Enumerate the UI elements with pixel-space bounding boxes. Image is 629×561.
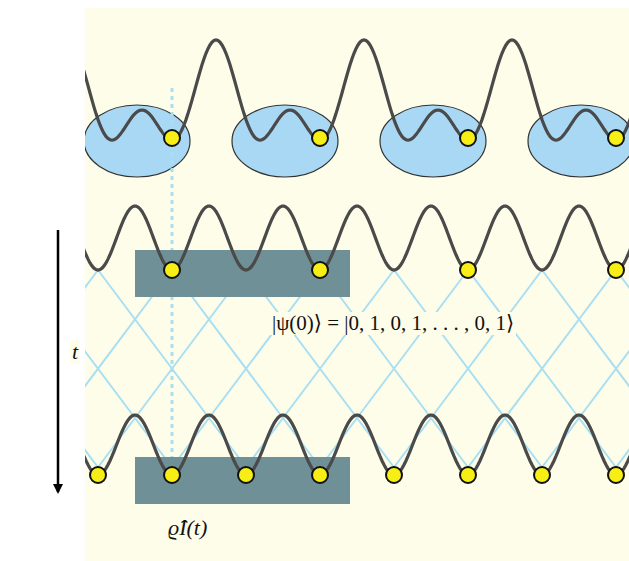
atom bbox=[460, 467, 476, 483]
state-label: ϱ̂I(t) bbox=[166, 516, 209, 540]
atom bbox=[312, 130, 328, 146]
subsystem-band bbox=[135, 250, 350, 297]
atom bbox=[534, 467, 550, 483]
double-well-ellipse bbox=[380, 105, 486, 177]
atom bbox=[460, 130, 476, 146]
axis-label: t bbox=[70, 340, 80, 364]
atom bbox=[608, 467, 624, 483]
clip-group bbox=[85, 40, 629, 504]
atom bbox=[312, 467, 328, 483]
lattice-potential bbox=[85, 415, 629, 475]
time-arrow bbox=[57, 230, 60, 492]
subsystem-band bbox=[135, 457, 350, 504]
atom bbox=[608, 262, 624, 278]
atom bbox=[164, 467, 180, 483]
atom bbox=[238, 467, 254, 483]
atom bbox=[312, 262, 328, 278]
background bbox=[85, 8, 629, 561]
double-well-ellipse bbox=[85, 105, 190, 177]
atom bbox=[164, 130, 180, 146]
atom bbox=[164, 262, 180, 278]
state-label: |ψ(0)⟩ = |0, 1, 0, 1, . . . , 0, 1⟩ bbox=[270, 312, 516, 335]
atom bbox=[90, 467, 106, 483]
superlattice-potential bbox=[85, 40, 629, 140]
lattice-potential bbox=[85, 206, 629, 270]
atom bbox=[460, 262, 476, 278]
light-cone-lines bbox=[85, 270, 629, 470]
double-well-ellipse bbox=[232, 105, 338, 177]
atom bbox=[608, 130, 624, 146]
atom bbox=[386, 467, 402, 483]
